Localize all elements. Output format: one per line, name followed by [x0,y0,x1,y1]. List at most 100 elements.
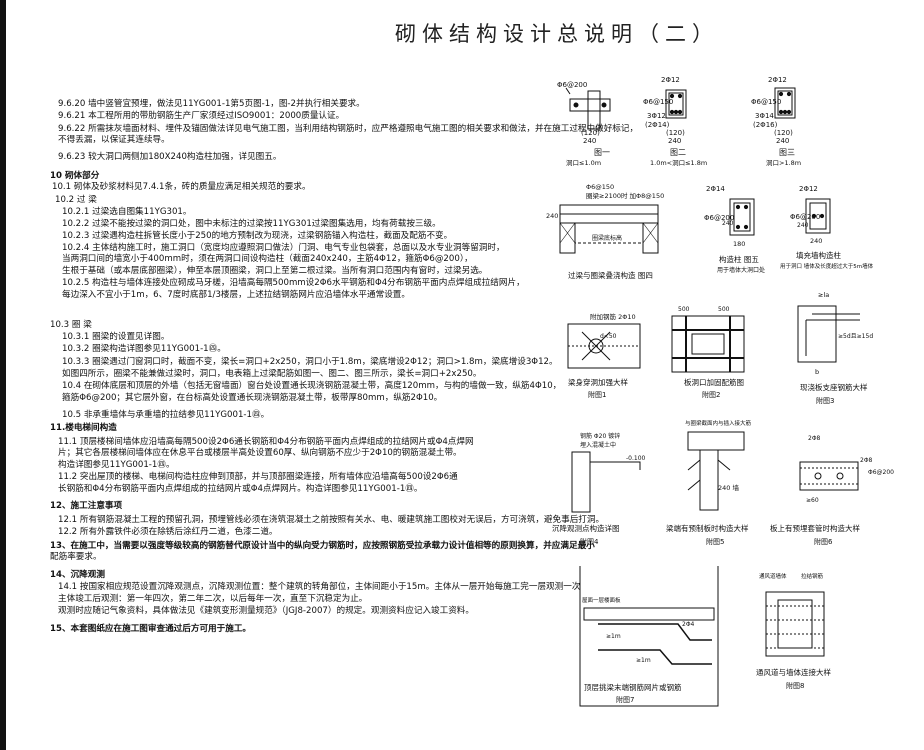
fig5-caption: 构造柱 图五 [719,254,759,264]
note-line: 箍筋Φ6@200；其它层外窗，在台标高处设置通长现浇钢筋混凝土带，板带厚80mm… [62,393,443,403]
note-line: 11.楼电梯间构造 [50,423,117,433]
fig4-label-2: 圈梁≥2100时 加Φ8@150 [586,191,664,200]
fig1-label-120: (120) [581,129,600,137]
note-line: 14、沉降观测 [50,570,105,580]
fig4-label-bottom: 圈梁底标高 [592,234,622,242]
note-line: 9.6.22 所需抹灰墙面材料、埋件及锚固做法详见电气施工图，当利用结构钢筋时，… [58,124,639,134]
lintel-figure-2: 2Φ12 Φ6@150 3Φ12 (2Φ14) (120) 240 图二 1.0… [643,76,707,167]
d6-label-3: Φ6@200 [868,469,894,476]
d5-caption: 梁端有预制板时构造大样 [666,523,749,533]
detail-2-slab-opening: 500 500 板洞口加固配筋图 附图2 [671,306,745,399]
note-line: 12.1 所有钢筋混凝土工程的预留孔洞，预埋管线必须在浇筑混凝土之前按照有关水、… [58,515,605,525]
d2-label-500a: 500 [678,306,690,313]
d4-sub: 附图4 [580,537,599,546]
fig1-caption: 图一 [594,148,610,157]
note-line: 10.2.2 过梁不能按过梁的洞口处，图中未标注的过梁按11YG301过梁图集选… [62,219,441,229]
fig3-label-120: (120) [774,129,793,137]
d1-label-rebar: 附加钢筋 2Φ10 [590,312,636,321]
note-line: 10.4 在砌体底层和顶层的外墙（包括无窗墙面）窗台处设置通长现浇钢筋混凝土带，… [62,381,562,391]
note-line: 10.1 砌体及砂浆材料见7.4.1条，砖的质量应满足相关规范的要求。 [52,182,311,192]
d4-label-1: 钢筋 Φ20 镀锌 [580,432,620,440]
note-line: 9.6.21 本工程所用的带肋钢筋生产厂家须经过ISO9001：2000质量认证… [58,111,345,121]
fig2-bottom-bar-alt: (2Φ14) [645,121,670,129]
d6-caption: 板上有预埋套管时构造大样 [770,523,860,533]
note-line: 10.2.4 主体结构施工时，施工洞口（宽度均应遵照洞口做法）门洞、电气专业包袋… [62,243,505,253]
note-line: 10.2.5 构造柱与墙体连接处应砌成马牙槎，沿墙高每隔500mm设2Φ6水平钢… [62,278,525,288]
d4-label-level: -0.100 [626,455,646,462]
fig2-bottom-bar: 3Φ12 [647,112,666,120]
lintel-figure-1: Φ6@200 (120) 240 图一 洞口≤1.0m [557,81,611,167]
note-line: 主体竣工后观测：第一年四次，第二年二次，以后每年一次，直至下沉稳定为止。 [58,594,368,604]
detail-3-slab-support: ≥la ≥5d且≥15d b 现浇板支座钢筋大样 附图3 [797,291,873,405]
note-line: 12.2 所有外露铁件必须在除锈后涂红丹二道，色漆二道。 [58,527,278,537]
fig5-label-stirrup: Φ6@200 [704,214,734,222]
note-line: 9.6.23 较大洞口两侧加180X240构造柱加强，详见图五。 [58,152,282,162]
d7-sub: 附图7 [616,695,634,704]
d5-sub: 附图5 [706,537,724,546]
note-line: 每边深入不宜小于1m，6、7度时底部1/3楼层，上述拉结钢筋网片应沿墙体水平通常… [62,290,410,300]
fig5-label-180: 180 [733,240,745,248]
infill-label-240b: 240 [810,237,822,245]
d3-sub: 附图3 [816,396,834,405]
infill-label-240a: 240 [797,222,809,229]
fig5-label-bars: 2Φ14 [706,185,725,193]
note-line: 10.3.3 圈梁遇过门窗洞口时，截面不变，梁长=洞口+2x250，洞口小于1.… [62,357,558,367]
note-line: 15、本套图纸应在施工图审查通过后方可用于施工。 [50,624,252,634]
note-line: 不得丢漏，以保证其连续导。 [58,135,170,145]
note-line: 生根于基础（或本层底部圈梁），伸至本层顶圈梁，洞口上至第二根过梁。当所有洞口范围… [62,266,488,276]
note-line: 13、在施工中，当需要以强度等级较高的钢筋替代原设计当中的纵向受力钢筋时，应按照… [50,541,595,551]
d1-sub: 附图1 [588,390,606,399]
d2-sub: 附图2 [702,390,720,399]
fig4-label-240: 240 [546,212,558,220]
note-line: 11.1 顶层楼梯间墙体应沿墙高每隔500设2Φ6通长钢筋和Φ4分布钢筋平面内点… [58,437,474,447]
note-line: 10.3 圈 梁 [50,320,92,330]
lintel-figure-3: 2Φ12 Φ6@150 3Φ14 (2Φ16) (120) 240 图三 洞口>… [751,76,801,167]
fig3-top-bar: 2Φ12 [768,76,787,84]
fig4-label-1: Φ6@150 [586,183,614,191]
d6-label-2: 2Φ8 [860,457,873,464]
fig1-sub: 洞口≤1.0m [566,158,601,167]
note-line: 构造详图参见11YG001-1㊃。 [58,460,175,470]
d7-label-bars: 2Φ4 [682,621,695,628]
sheet-title: 砌体结构设计总说明（二） [395,22,719,46]
detail-7-cantilever-mesh: 屋面一层楼面板 ≥1m ≥1m 2Φ4 顶层挑梁末端钢筋网片或钢筋 附图7 [579,566,719,707]
d1-label-d: d<50 [600,333,617,340]
fig2-label-240: 240 [668,137,681,145]
d5-label-1: 与圈梁截面内与插入接大筋 [685,419,752,427]
note-line: 10.3.2 圈梁构造详图参见11YG001-1㊃。 [62,344,226,354]
fig3-bottom-bar-alt: (2Φ16) [753,121,778,129]
d5-label-2: 240 墙 [718,483,739,492]
detail-6-slab-sleeve: 2Φ8 2Φ8 Φ6@200 ≥60 板上有预埋套管时构造大样 附图6 [770,435,894,546]
fig3-sub: 洞口>1.8m [766,158,801,167]
note-line: 如图四所示，圈梁不能兼做过梁时，洞口，电表箱上过梁配筋如图一、图二、图三所示，梁… [62,369,482,379]
fig3-bottom-bar: 3Φ14 [755,112,774,120]
d7-label-1m-b: ≥1m [636,657,651,664]
d4-caption: 沉降观测点构造详图 [552,523,620,533]
fig3-label-240: 240 [776,137,789,145]
d4-label-2: 埋入混凝土中 [580,441,616,449]
fig1-label-240: 240 [583,137,596,145]
d6-label-4: ≥60 [806,497,819,504]
fig5-label-240: 240 [722,220,734,227]
fig2-label-120: (120) [666,129,685,137]
note-line: 当两洞口间的墙宽小于400mm时，须在两洞口间设构造柱（截面240x240，主筋… [62,254,473,264]
d8-caption: 通风道与墙体连接大样 [756,667,831,677]
note-line: 配筋率要求。 [50,552,102,562]
d8-label-ties: 拉结钢筋 [801,572,824,580]
note-line: 10.2.3 过梁遇构造柱拆管长度小于250的地方预制改为现浇，过梁钢筋锚入构造… [62,231,453,241]
figure-5-column: 2Φ14 Φ6@200 240 180 构造柱 图五 用于墙体大洞口处 [704,185,765,274]
detail-5-beam-end-slab: 与圈梁截面内与插入接大筋 240 墙 梁端有预制板时构造大样 附图5 [666,419,752,546]
d7-label-1m-a: ≥1m [606,633,621,640]
note-line: 10.2 过 梁 [55,195,97,205]
d1-caption: 梁身穿洞加强大样 [568,377,628,387]
note-line: 10.2.1 过梁选自图集11YG301。 [62,207,192,217]
note-line: 观测时应随记气象资料，具体做法见《建筑变形测量规范》（JGJ8-2007）的规定… [58,606,474,616]
d3-caption: 现浇板支座钢筋大样 [800,382,868,392]
note-line: 10.5 非承重墙体与承重墙的拉结参见11YG001-1㊃。 [62,410,270,420]
note-line: 12、施工注意事项 [50,501,123,511]
note-line: 9.6.20 墙中竖管宜预埋，做法见11YG001-1第5页图-1，图-2并执行… [58,99,365,109]
sheet-frame-border [0,0,6,750]
fig2-sub: 1.0m<洞口≤1.8m [650,158,707,167]
infill-label-stirrup: Φ6@200 [790,213,820,221]
